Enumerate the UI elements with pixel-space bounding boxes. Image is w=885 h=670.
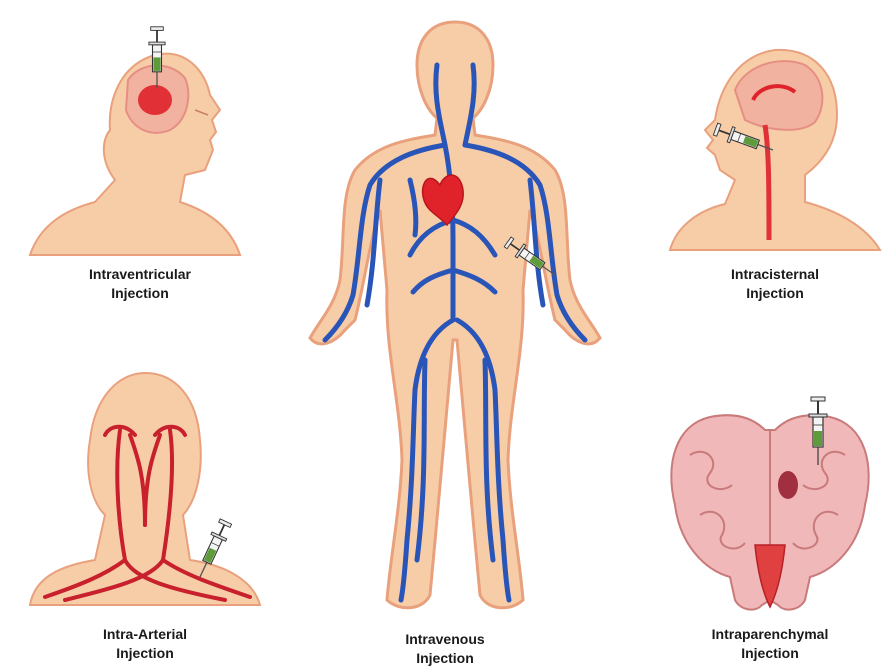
ventricle-blob	[138, 85, 172, 115]
head-profile-left	[30, 54, 240, 255]
intravenous-label: Intravenous	[360, 630, 530, 649]
intravenous-sub: Injection	[360, 649, 530, 668]
intraparenchymal-sub: Injection	[685, 644, 855, 663]
intraventricular-panel	[20, 10, 250, 265]
intra-arterial-panel	[25, 365, 265, 620]
brain-icon	[671, 415, 868, 609]
intravenous-panel	[305, 20, 605, 620]
intraventricular-sub: Injection	[55, 284, 225, 303]
intraventricular-label: Intraventricular	[55, 265, 225, 284]
intracisternal-label: Intracisternal	[690, 265, 860, 284]
head-profile-right	[670, 50, 880, 250]
intraparenchymal-label: Intraparenchymal	[685, 625, 855, 644]
intraparenchymal-panel	[660, 345, 880, 620]
intravenous-caption: Intravenous Injection	[360, 630, 530, 668]
intra-arterial-label: Intra-Arterial	[60, 625, 230, 644]
intraparenchymal-caption: Intraparenchymal Injection	[685, 625, 855, 663]
intracisternal-sub: Injection	[690, 284, 860, 303]
intracisternal-panel	[665, 30, 885, 255]
intracisternal-caption: Intracisternal Injection	[690, 265, 860, 303]
intra-arterial-caption: Intra-Arterial Injection	[60, 625, 230, 663]
intraventricular-caption: Intraventricular Injection	[55, 265, 225, 303]
intra-arterial-sub: Injection	[60, 644, 230, 663]
